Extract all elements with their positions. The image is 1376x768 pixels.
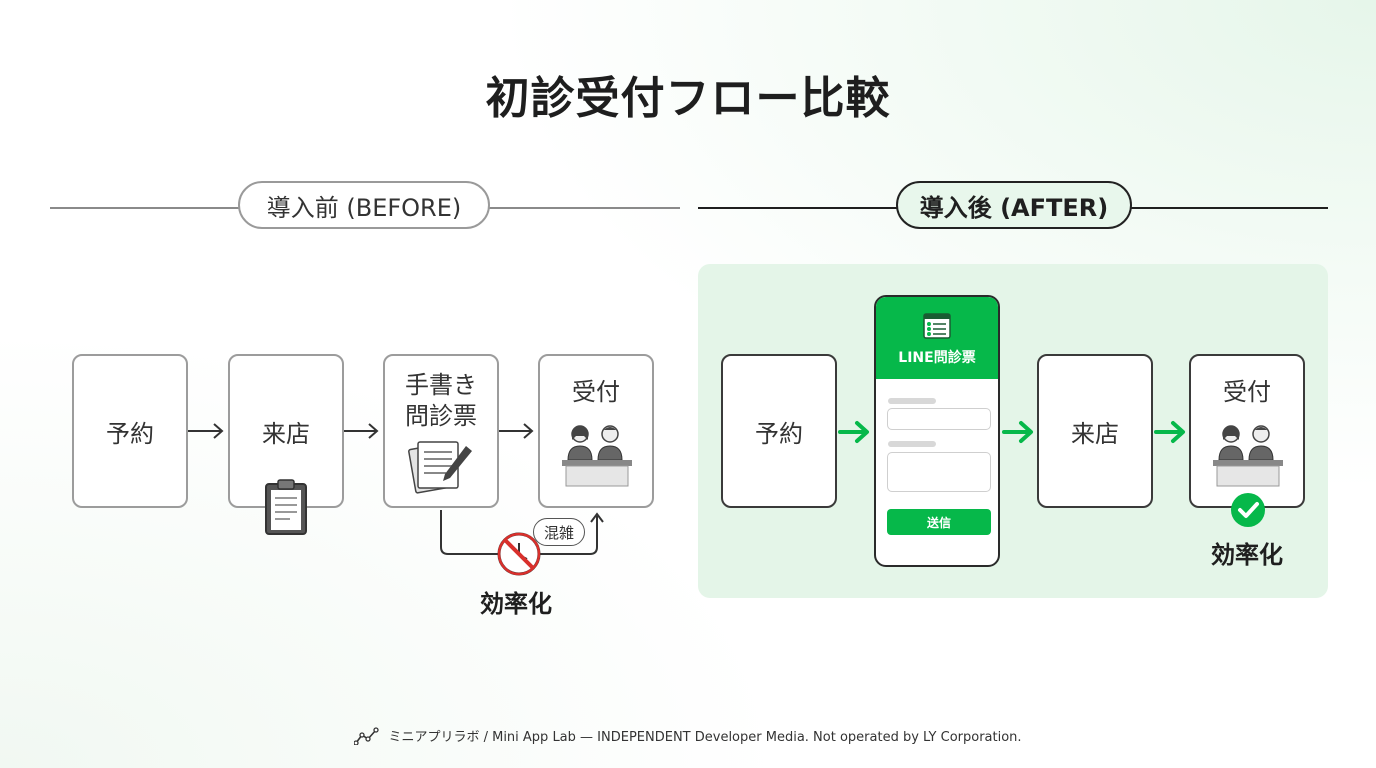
after-step-visit: 来店 <box>1037 354 1153 508</box>
after-step-reception-label: 受付 <box>1223 378 1271 406</box>
before-step-visit-label: 来店 <box>262 419 310 448</box>
form-icon <box>923 313 951 339</box>
before-divider-right <box>488 207 680 209</box>
before-step-paper-form-line2: 問診票 <box>405 402 477 430</box>
before-step-reception: 受付 <box>538 354 654 508</box>
before-divider-left <box>50 207 240 209</box>
after-step-reservation: 予約 <box>721 354 837 508</box>
receptionists-icon <box>1213 425 1283 487</box>
before-step-paper-form-line1: 手書き <box>405 371 477 399</box>
footer: ミニアプリラボ / Mini App Lab — INDEPENDENT Dev… <box>0 726 1376 745</box>
line-questionnaire-phone: LINE問診票 送信 <box>874 295 1000 567</box>
footer-text: ミニアプリラボ / Mini App Lab — INDEPENDENT Dev… <box>388 730 1022 745</box>
before-step-paper-form: 手書き 問診票 <box>383 354 499 508</box>
before-efficiency-label: 効率化 <box>480 590 552 618</box>
form-field-2[interactable] <box>887 452 991 492</box>
after-label: 導入後 (AFTER) <box>896 181 1132 229</box>
form-label-1 <box>888 398 936 404</box>
after-divider-left <box>698 207 898 209</box>
after-step-visit-label: 来店 <box>1071 419 1119 448</box>
page-title: 初診受付フロー比較 <box>485 73 891 124</box>
line-chart-logo-icon <box>354 726 380 745</box>
paper-form-pen-icon <box>408 441 472 494</box>
congestion-badge: 混雑 <box>533 518 585 546</box>
submit-button[interactable]: 送信 <box>887 509 991 535</box>
before-label: 導入前 (BEFORE) <box>238 181 490 229</box>
form-label-2 <box>888 441 936 447</box>
before-step-reception-label: 受付 <box>572 378 620 406</box>
check-circle-icon <box>1231 493 1265 527</box>
no-clock-icon <box>497 532 541 576</box>
receptionists-icon <box>562 425 632 487</box>
before-step-reservation: 予約 <box>72 354 188 508</box>
clipboard-icon <box>265 479 307 535</box>
after-step-reservation-label: 予約 <box>755 419 803 448</box>
phone-title: LINE問診票 <box>898 350 976 366</box>
before-step-reservation-label: 予約 <box>106 419 154 448</box>
phone-header: LINE問診票 <box>876 297 998 379</box>
after-arrows <box>838 421 1185 443</box>
after-efficiency-label: 効率化 <box>1211 541 1283 569</box>
after-divider-right <box>1128 207 1328 209</box>
form-field-1[interactable] <box>887 408 991 430</box>
